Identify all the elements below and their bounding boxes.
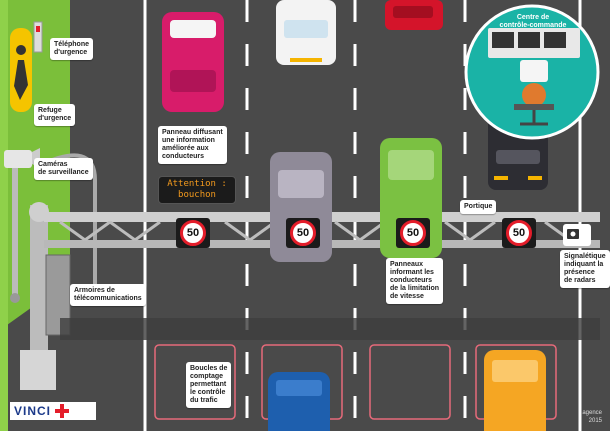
- lane-dashes: [245, 0, 467, 431]
- label-signaletique: Signalétique indiquant la présence de ra…: [560, 250, 610, 288]
- speed-value: 50: [506, 220, 532, 246]
- label-centre-controle: Centre de contrôle-commande: [499, 14, 567, 29]
- telecom-cabinet: [45, 254, 71, 336]
- speed-value: 50: [400, 220, 426, 246]
- car-pink: [162, 12, 224, 112]
- agency-credit: agence 2015: [582, 409, 602, 425]
- speed-sign-4: 50: [502, 218, 536, 248]
- car-orange: [484, 350, 546, 431]
- label-cameras: Caméras de surveillance: [34, 158, 93, 180]
- speed-sign-1: 50: [176, 218, 210, 248]
- label-panneau-info: Panneau diffusant une information amélio…: [158, 126, 227, 164]
- variable-message-sign: Attention : bouchon: [158, 176, 236, 204]
- speed-value: 50: [180, 220, 206, 246]
- car-white: [276, 0, 336, 65]
- vinci-cross-icon: [55, 404, 70, 418]
- car-blue: [268, 372, 330, 431]
- gantry-pole: [30, 205, 48, 360]
- label-boucles: Boucles de comptage permettant le contrô…: [186, 362, 232, 408]
- vms-line-2: bouchon: [178, 190, 216, 200]
- label-telephone: Téléphone d'urgence: [50, 38, 94, 60]
- speed-sign-2: 50: [286, 218, 320, 248]
- label-refuge: Refuge d'urgence: [34, 104, 76, 126]
- label-portique: Portique: [460, 200, 497, 214]
- agency-name: agence: [582, 410, 602, 416]
- vms-line-1: Attention :: [167, 179, 227, 189]
- year: 2015: [588, 418, 602, 424]
- vinci-logo: VINCI: [10, 402, 96, 420]
- car-red: [385, 0, 443, 30]
- speed-sign-3: 50: [396, 218, 430, 248]
- speed-value: 50: [290, 220, 316, 246]
- label-armoires: Armoires de télécommunications: [70, 284, 146, 306]
- vinci-wordmark: VINCI: [14, 404, 52, 418]
- camera-shape: [4, 150, 32, 168]
- label-panneaux-vitesse: Panneaux informant les conducteurs de la…: [386, 258, 444, 304]
